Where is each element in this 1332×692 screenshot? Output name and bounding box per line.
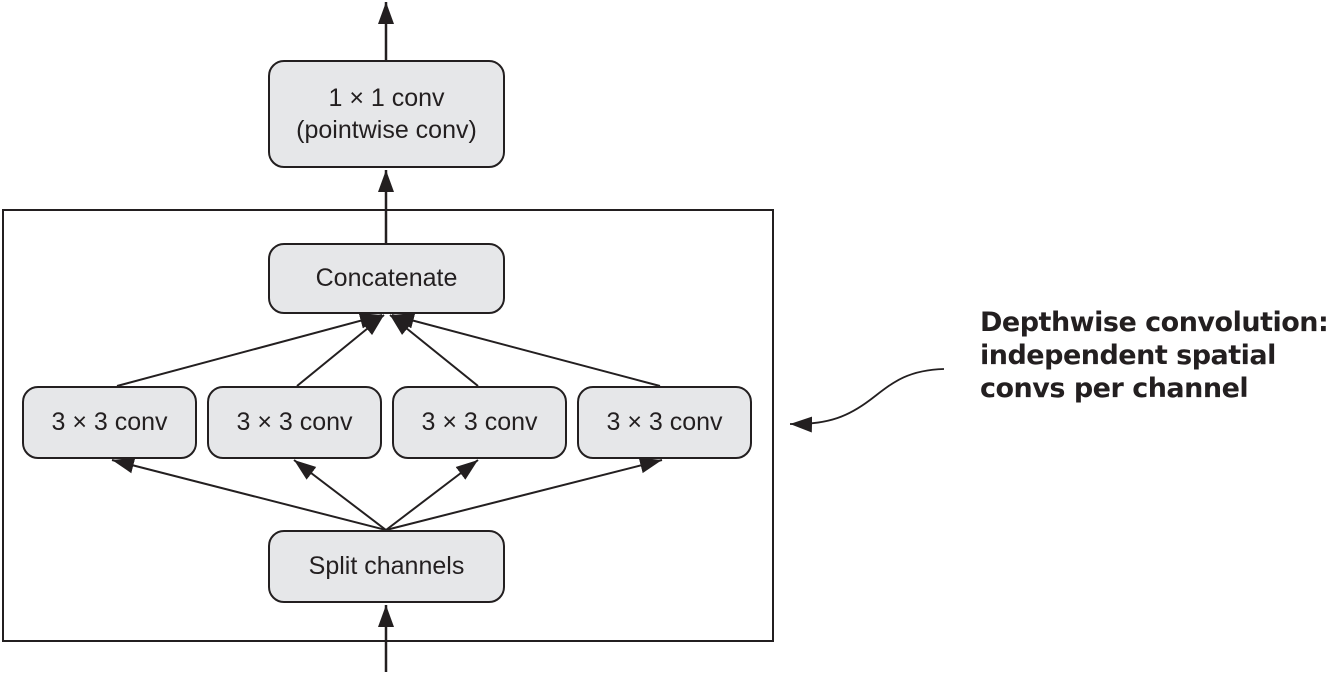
depthwise-conv-node-4: 3 × 3 conv bbox=[577, 386, 752, 459]
depthwise-conv-node-2: 3 × 3 conv bbox=[207, 386, 382, 459]
annotation-line-1: Depthwise convolution: bbox=[980, 307, 1329, 338]
depthwise-block-container bbox=[2, 209, 774, 642]
conv2-to-concat-arrow bbox=[296, 314, 385, 387]
annotation-pointer-arrow bbox=[789, 368, 945, 433]
pointwise-conv-node: 1 × 1 conv (pointwise conv) bbox=[268, 60, 505, 168]
conv4-to-concat-arrow bbox=[391, 312, 661, 387]
split-to-conv1-arrow bbox=[111, 457, 387, 531]
conv1-to-concat-arrow bbox=[116, 312, 383, 387]
split-channels-node: Split channels bbox=[268, 530, 505, 603]
depthwise-conv-node-1: 3 × 3 conv bbox=[22, 386, 197, 459]
annotation-line-2: independent spatial bbox=[980, 340, 1276, 371]
depthwise-conv-label: 3 × 3 conv bbox=[51, 408, 168, 437]
depthwise-conv-label: 3 × 3 conv bbox=[236, 408, 353, 437]
annotation-line-3: convs per channel bbox=[980, 373, 1249, 404]
pointwise-conv-sublabel: (pointwise conv) bbox=[296, 116, 477, 144]
split-to-conv4-arrow bbox=[385, 457, 663, 531]
pointwise-conv-label: 1 × 1 conv bbox=[328, 83, 445, 112]
depthwise-conv-label: 3 × 3 conv bbox=[421, 408, 538, 437]
depthwise-conv-label: 3 × 3 conv bbox=[606, 408, 723, 437]
split-to-conv2-arrow bbox=[293, 459, 387, 531]
depthwise-conv-node-3: 3 × 3 conv bbox=[392, 386, 567, 459]
concatenate-label: Concatenate bbox=[315, 264, 458, 293]
depthwise-annotation: Depthwise convolution: independent spati… bbox=[980, 306, 1329, 405]
split-to-conv3-arrow bbox=[385, 459, 479, 531]
split-channels-label: Split channels bbox=[308, 552, 465, 581]
concatenate-node: Concatenate bbox=[268, 243, 505, 314]
